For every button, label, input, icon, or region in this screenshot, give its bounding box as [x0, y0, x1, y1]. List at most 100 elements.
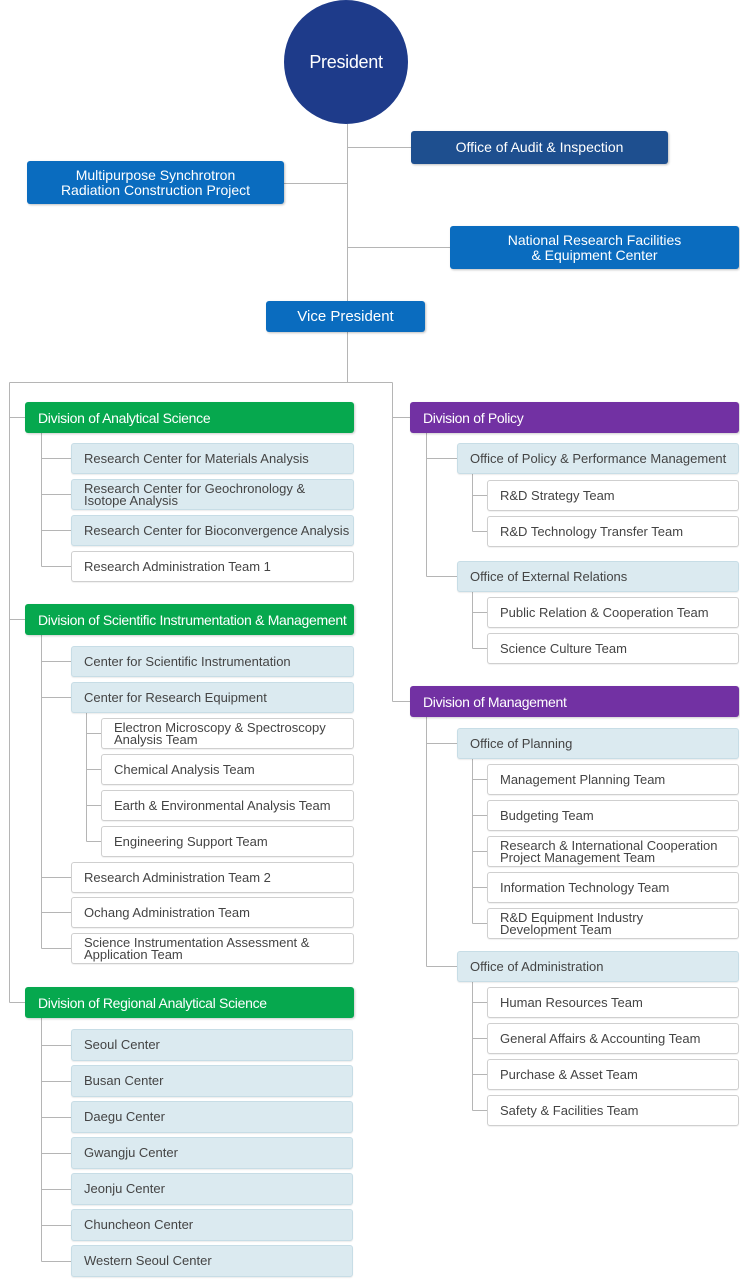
- synchrotron-line-2: Radiation Construction Project: [60, 181, 251, 198]
- team-earth-environmental: Earth & Environmental Analysis Team: [101, 790, 354, 821]
- nrf-line-2: & Equipment Center: [531, 246, 658, 263]
- team-label: Earth & Environmental Analysis Team: [114, 797, 331, 813]
- team-label: Management Planning Team: [500, 771, 666, 787]
- team-research-admin-1: Research Administration Team 1: [71, 551, 354, 582]
- team-purchase-asset: Purchase & Asset Team: [487, 1059, 739, 1090]
- team-label: R&D Technology Transfer Team: [500, 523, 684, 539]
- unit-materials-analysis: Research Center for Materials Analysis: [71, 443, 354, 474]
- office-label: Office of Policy & Performance Managemen…: [470, 450, 727, 466]
- center-label: Seoul Center: [84, 1037, 160, 1052]
- division-title: Division of Scientific Instrumentation &…: [38, 611, 347, 628]
- office-planning: Office of Planning: [457, 728, 739, 759]
- vice-president-node: Vice President: [266, 301, 425, 332]
- team-label: Public Relation & Cooperation Team: [500, 604, 709, 620]
- division-policy: Division of Policy: [410, 402, 739, 433]
- division-title: Division of Policy: [423, 409, 524, 426]
- division-title: Division of Regional Analytical Science: [38, 994, 267, 1011]
- team-information-technology: Information Technology Team: [487, 872, 739, 903]
- team-label: Purchase & Asset Team: [500, 1066, 638, 1082]
- team-label-line-1: Electron Microscopy & Spectroscopy: [114, 719, 326, 735]
- team-label: R&D Strategy Team: [500, 487, 615, 503]
- team-label: Budgeting Team: [500, 807, 594, 823]
- team-label: General Affairs & Accounting Team: [500, 1030, 701, 1046]
- division-scientific-instrumentation: Division of Scientific Instrumentation &…: [25, 604, 354, 635]
- office-external-relations: Office of External Relations: [457, 561, 739, 592]
- center-seoul: Seoul Center: [71, 1029, 353, 1061]
- division-title: Division of Management: [423, 693, 567, 710]
- president-label: President: [309, 52, 383, 72]
- division-management: Division of Management: [410, 686, 739, 717]
- president-node: President: [284, 0, 408, 124]
- team-label-line-2: Project Management Team: [500, 849, 656, 865]
- team-label-line-2: Development Team: [500, 921, 612, 937]
- unit-label-line-1: Research Center for Geochronology &: [84, 480, 306, 496]
- team-chemical-analysis: Chemical Analysis Team: [101, 754, 354, 785]
- office-label: Office of External Relations: [470, 568, 628, 584]
- office-label: Office of Planning: [470, 735, 573, 751]
- office-policy-performance: Office of Policy & Performance Managemen…: [457, 443, 739, 474]
- team-label: Chemical Analysis Team: [114, 761, 255, 777]
- center-chuncheon: Chuncheon Center: [71, 1209, 353, 1241]
- team-label-line-1: R&D Equipment Industry: [500, 909, 644, 925]
- audit-office-label: Office of Audit & Inspection: [455, 139, 624, 155]
- center-label: Jeonju Center: [84, 1181, 165, 1196]
- unit-label: Research Center for Materials Analysis: [84, 450, 309, 466]
- unit-center-scientific-instrumentation: Center for Scientific Instrumentation: [71, 646, 354, 677]
- team-label: Research Administration Team 2: [84, 869, 271, 885]
- team-management-planning: Management Planning Team: [487, 764, 739, 795]
- team-instrumentation-assessment: Science Instrumentation Assessment &Appl…: [71, 933, 354, 964]
- unit-label: Research Center for Bioconvergence Analy…: [84, 522, 350, 538]
- unit-center-research-equipment: Center for Research Equipment: [71, 682, 354, 713]
- center-label: Gwangju Center: [84, 1145, 178, 1160]
- team-engineering-support: Engineering Support Team: [101, 826, 354, 857]
- team-science-culture: Science Culture Team: [487, 633, 739, 664]
- nrf-center-node: National Research Facilities& Equipment …: [450, 226, 739, 269]
- division-analytical-science: Division of Analytical Science: [25, 402, 354, 433]
- team-label: Science Culture Team: [500, 640, 627, 656]
- center-jeonju: Jeonju Center: [71, 1173, 353, 1205]
- center-label: Daegu Center: [84, 1109, 165, 1124]
- nrf-line-1: National Research Facilities: [507, 231, 682, 248]
- vice-president-label: Vice President: [297, 308, 394, 325]
- audit-office-node: Office of Audit & Inspection: [411, 131, 668, 164]
- team-label-line-2: Analysis Team: [114, 731, 198, 747]
- unit-bioconvergence: Research Center for Bioconvergence Analy…: [71, 515, 354, 546]
- team-ochang-admin: Ochang Administration Team: [71, 897, 354, 928]
- team-human-resources: Human Resources Team: [487, 987, 739, 1018]
- office-label: Office of Administration: [470, 958, 604, 974]
- unit-geochronology: Research Center for Geochronology &Isoto…: [71, 479, 354, 510]
- team-public-relation: Public Relation & Cooperation Team: [487, 597, 739, 628]
- unit-label-line-2: Isotope Analysis: [84, 492, 178, 508]
- team-research-admin-2: Research Administration Team 2: [71, 862, 354, 893]
- team-label: Information Technology Team: [500, 879, 670, 895]
- office-administration: Office of Administration: [457, 951, 739, 982]
- team-safety-facilities: Safety & Facilities Team: [487, 1095, 739, 1126]
- center-label: Western Seoul Center: [84, 1253, 212, 1268]
- team-label: Engineering Support Team: [114, 833, 268, 849]
- center-label: Chuncheon Center: [84, 1217, 194, 1232]
- team-label: Research Administration Team 1: [84, 558, 271, 574]
- team-label: Safety & Facilities Team: [500, 1102, 639, 1118]
- team-budgeting: Budgeting Team: [487, 800, 739, 831]
- center-busan: Busan Center: [71, 1065, 353, 1097]
- team-general-affairs: General Affairs & Accounting Team: [487, 1023, 739, 1054]
- division-title: Division of Analytical Science: [38, 409, 211, 426]
- synchrotron-line-1: Multipurpose Synchrotron: [75, 166, 236, 183]
- team-label-line-2: Application Team: [84, 946, 183, 962]
- team-label-line-1: Research & International Cooperation: [500, 837, 718, 853]
- unit-label: Center for Scientific Instrumentation: [84, 653, 291, 669]
- center-label: Busan Center: [84, 1073, 164, 1088]
- team-rd-technology-transfer: R&D Technology Transfer Team: [487, 516, 739, 547]
- center-gwangju: Gwangju Center: [71, 1137, 353, 1169]
- division-regional-analytical-science: Division of Regional Analytical Science: [25, 987, 354, 1018]
- center-daegu: Daegu Center: [71, 1101, 353, 1133]
- unit-label: Center for Research Equipment: [84, 689, 267, 705]
- team-label-line-1: Science Instrumentation Assessment &: [84, 934, 310, 950]
- center-western-seoul: Western Seoul Center: [71, 1245, 353, 1277]
- team-label: Human Resources Team: [500, 994, 643, 1010]
